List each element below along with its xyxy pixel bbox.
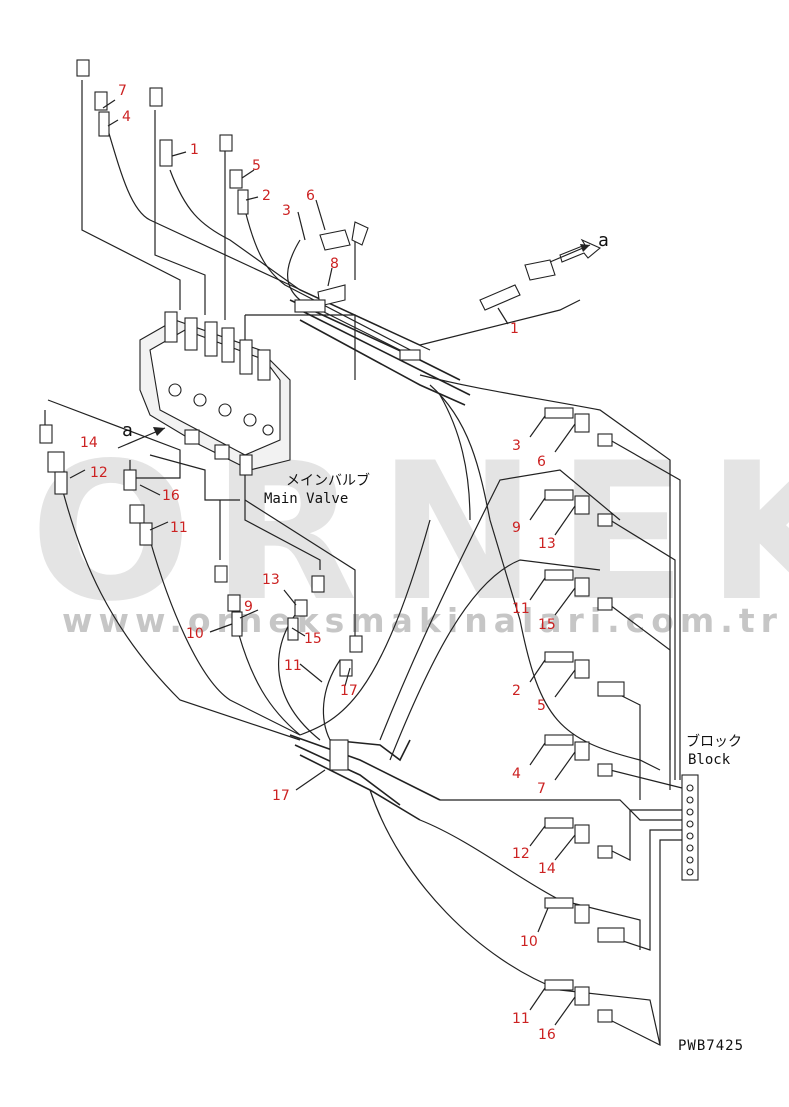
callout-row6-a: 12 [512,846,530,862]
hose-end-row-8 [544,979,613,1023]
hose-end-row-7 [544,897,625,943]
callout-17-bottom: 17 [272,788,290,804]
callout-13: 13 [262,572,280,588]
callout-numbers: 7 4 1 5 2 6 3 8 1 14 12 16 11 13 9 10 15… [80,83,556,1043]
callout-11-mid: 11 [284,658,302,674]
block-label-jp: ブロック [686,733,742,750]
callout-6: 6 [306,188,315,204]
callout-row4-b: 5 [537,698,546,714]
right-hose-ends [544,407,625,1023]
callout-12: 12 [90,465,108,481]
callout-1b: 1 [510,321,519,337]
callout-row8-b: 16 [538,1027,556,1043]
main-valve-label-en: Main Valve [264,491,348,507]
callout-4: 4 [122,109,131,125]
view-arrow-lower: a [117,420,166,449]
hose-end-row-5 [544,734,613,777]
view-label-upper: a [598,230,609,251]
callout-row1-a: 3 [512,438,521,454]
callout-3: 3 [282,203,291,219]
right-side-connections [609,439,691,1046]
callout-14: 14 [80,435,98,451]
callout-row3-a: 11 [512,601,530,617]
hose-end-row-2 [544,489,613,527]
callout-2: 2 [262,188,271,204]
callout-1: 1 [190,142,199,158]
callout-row6-b: 14 [538,861,556,877]
view-label-lower: a [122,420,133,441]
callout-17: 17 [340,683,358,699]
callout-8: 8 [330,256,339,272]
main-valve [139,311,291,476]
callout-row5-a: 4 [512,766,521,782]
watermark-brand: ORNEK [30,422,789,643]
callout-15: 15 [304,631,322,647]
callout-row5-b: 7 [537,781,546,797]
leader-lines [69,99,576,1026]
view-arrow-upper: a [549,230,609,263]
callout-row2-a: 9 [512,520,521,536]
hose-end-row-6 [544,817,613,859]
callout-10: 10 [186,626,204,642]
callout-row1-b: 6 [537,454,546,470]
callout-9: 9 [244,599,253,615]
callout-row7-a: 10 [520,934,538,950]
connection-block [681,774,699,881]
main-valve-label-jp: メインバルブ [286,472,370,489]
callout-row8-a: 11 [512,1011,530,1027]
callout-7: 7 [118,83,127,99]
hose-end-row-4 [544,651,625,697]
drawing-code: PWB7425 [678,1038,744,1054]
callout-row4-a: 2 [512,683,521,699]
callout-5: 5 [252,158,261,174]
callout-11: 11 [170,520,188,536]
block-label-en: Block [688,752,731,768]
watermark-website: www.orneksmakinalari.com.tr [62,601,783,640]
callout-row2-b: 13 [538,536,556,552]
callout-row3-b: 15 [538,617,556,633]
hose-end-row-1 [544,407,613,447]
hose-end-row-3 [544,569,613,611]
callout-16: 16 [162,488,180,504]
